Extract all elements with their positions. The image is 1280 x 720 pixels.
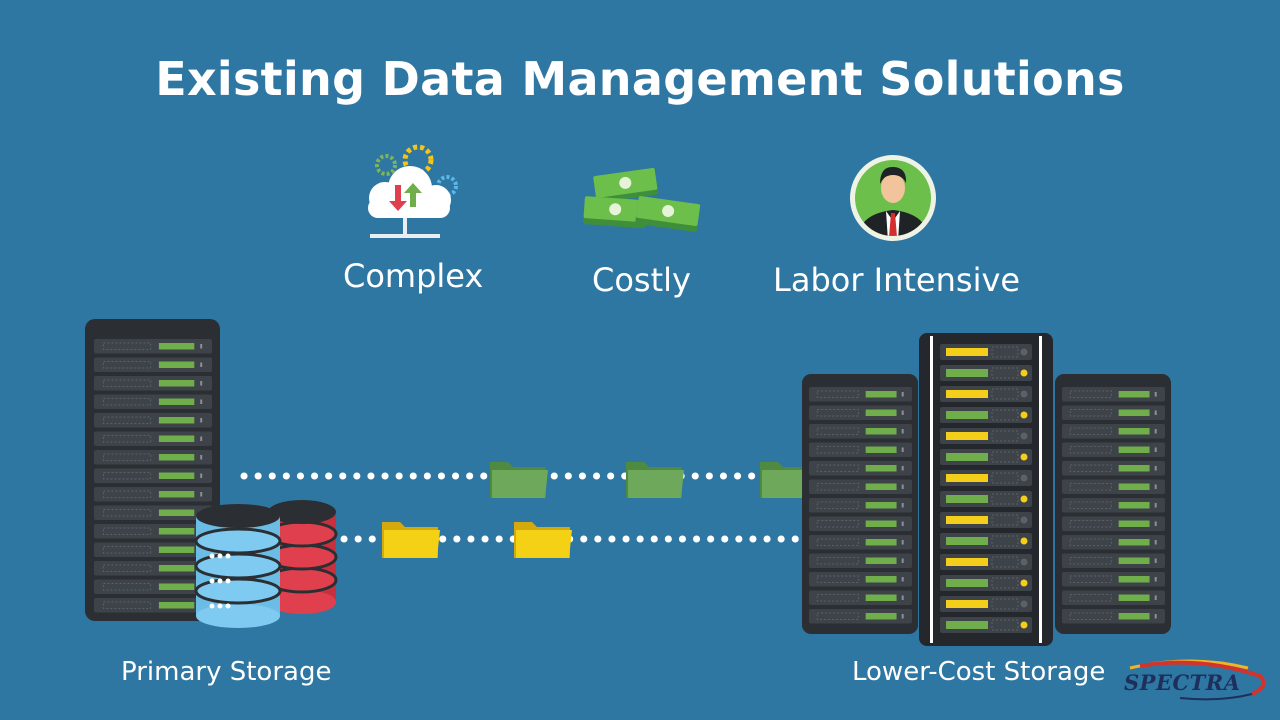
drive-bay (809, 498, 912, 513)
cloud-gears-icon (368, 144, 458, 238)
drive-bay (94, 431, 212, 446)
labor-intensive-label: Labor Intensive (773, 261, 1021, 299)
drive-bay (94, 561, 212, 576)
money-stack-icon (583, 167, 701, 232)
tape-drive-bay (940, 575, 1032, 591)
complex-label: Complex (343, 257, 484, 295)
drive-bay (809, 479, 912, 494)
lower-cost-storage-tape-library (919, 333, 1053, 646)
folder-icon (626, 462, 684, 498)
tape-drive-bay (940, 554, 1032, 570)
slide-title: Existing Data Management Solutions (155, 52, 1125, 106)
drive-bay (809, 405, 912, 420)
drive-bay (1062, 535, 1165, 550)
drive-bay (809, 535, 912, 550)
drive-bay (1062, 424, 1165, 439)
drive-bay (94, 524, 212, 539)
businessman-avatar-icon (850, 155, 936, 241)
primary-storage-rack (85, 319, 220, 621)
drive-bay (94, 376, 212, 391)
drive-bay (1062, 590, 1165, 605)
drive-bay (94, 468, 212, 483)
spectra-swoosh-icon (1129, 659, 1266, 701)
tape-drive-bay (940, 407, 1032, 423)
drive-bay (94, 579, 212, 594)
logo-text: SPECTRA (1124, 670, 1241, 695)
drive-bay (1062, 442, 1165, 457)
tape-drive-bay (940, 596, 1032, 612)
drive-bay (809, 461, 912, 476)
folder-icon (382, 522, 440, 558)
drive-bay (94, 394, 212, 409)
tape-drive-bay (940, 470, 1032, 486)
tape-drive-bay (940, 491, 1032, 507)
drive-bay (94, 505, 212, 520)
tape-drive-bay (940, 386, 1032, 402)
drive-bay (809, 442, 912, 457)
drive-bay (809, 387, 912, 402)
lower-cost-storage-rack-right (1055, 374, 1171, 634)
tape-drive-bay (940, 365, 1032, 381)
drive-bay (809, 572, 912, 587)
drive-bay (1062, 479, 1165, 494)
tape-drive-bay (940, 428, 1032, 444)
drive-bay (1062, 498, 1165, 513)
drive-bay (94, 598, 212, 613)
drive-bay (94, 487, 212, 502)
drive-bay (809, 553, 912, 568)
lower-cost-storage-label: Lower-Cost Storage (852, 657, 1106, 687)
tape-drive-bay (940, 533, 1032, 549)
drive-bay (809, 424, 912, 439)
lower-cost-storage-rack-left (802, 374, 918, 634)
costly-label: Costly (592, 261, 691, 299)
tape-drive-bay (940, 449, 1032, 465)
drive-bay (809, 590, 912, 605)
drive-bay (94, 542, 212, 557)
folder-icon (514, 522, 572, 558)
drive-bay (1062, 387, 1165, 402)
drive-bay (809, 516, 912, 531)
drive-bay (94, 357, 212, 372)
primary-storage-label: Primary Storage (121, 657, 332, 687)
drive-bay (1062, 572, 1165, 587)
database-blue-icon (194, 504, 282, 628)
folder-icon (490, 462, 548, 498)
drive-bay (1062, 405, 1165, 420)
spectra-logo: SPECTRA (1120, 656, 1270, 702)
drive-bay (94, 339, 212, 354)
drive-bay (1062, 516, 1165, 531)
drive-bay (809, 609, 912, 624)
drive-bay (1062, 461, 1165, 476)
drive-bay (1062, 553, 1165, 568)
drive-bay (94, 450, 212, 465)
drive-bay (1062, 609, 1165, 624)
tape-drive-bay (940, 512, 1032, 528)
drive-bay (94, 413, 212, 428)
tape-drive-bay (940, 617, 1032, 633)
tape-drive-bay (940, 344, 1032, 360)
